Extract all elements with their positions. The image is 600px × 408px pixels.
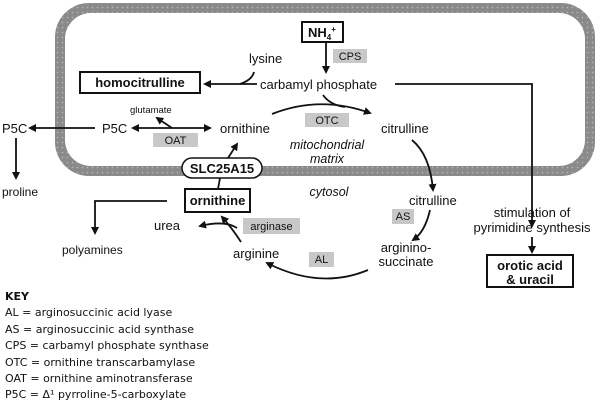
pyrimidine-label-line2: pyrimidine synthesis bbox=[473, 220, 591, 235]
arrow-al bbox=[265, 262, 369, 280]
enzyme-al: AL bbox=[309, 252, 334, 267]
arginine-label: arginine bbox=[233, 246, 279, 261]
lysine-label: lysine bbox=[249, 51, 282, 66]
svg-text:homocitrulline: homocitrulline bbox=[95, 75, 185, 90]
svg-text:CPS: CPS bbox=[339, 51, 362, 63]
citrulline-cytosol-label: citrulline bbox=[409, 193, 457, 208]
mitochondrial-membrane bbox=[55, 3, 595, 176]
key-legend: KEY AL = arginosuccinic acid lyase AS = … bbox=[5, 289, 209, 404]
reaction-arrows bbox=[12, 42, 536, 280]
svg-text:OTC: OTC bbox=[315, 115, 338, 127]
arrow-otc bbox=[271, 103, 372, 115]
arrow-lysine-join bbox=[239, 71, 255, 85]
orotic-acid-node: orotic acid & uracil bbox=[486, 254, 574, 288]
cytosol-label: cytosol bbox=[310, 185, 350, 199]
svg-text:AS: AS bbox=[396, 211, 411, 223]
arrow-arginase-to-ornithine bbox=[220, 215, 242, 243]
matrix-label-line2: matrix bbox=[310, 152, 345, 166]
argininosuccinate-label-line1: arginino- bbox=[381, 240, 432, 255]
nh4-node: NH4+ bbox=[301, 21, 344, 43]
ornithine-matrix-label: ornithine bbox=[220, 121, 270, 136]
enzyme-cps: CPS bbox=[333, 49, 367, 63]
svg-text:ornithine: ornithine bbox=[190, 193, 246, 208]
key-item-al: AL = arginosuccinic acid lyase bbox=[5, 306, 173, 320]
svg-text:SLC25A15: SLC25A15 bbox=[190, 161, 254, 176]
glutamate-label: glutamate bbox=[130, 105, 172, 116]
pyrimidine-label-line1: stimulation of bbox=[494, 205, 571, 220]
svg-text:& uracil: & uracil bbox=[506, 272, 554, 287]
arrow-transport-to-matrix bbox=[227, 142, 239, 159]
enzyme-as: AS bbox=[392, 209, 414, 224]
polyamines-label: polyamines bbox=[62, 243, 123, 257]
arrow-as bbox=[411, 209, 431, 242]
homocitrulline-node: homocitrulline bbox=[79, 71, 201, 94]
ornithine-cytosol-node: ornithine bbox=[184, 188, 251, 213]
arrow-carbamyl-join bbox=[322, 94, 346, 108]
p5c-cytosol-label: P5C bbox=[2, 121, 27, 136]
p5c-matrix-label: P5C bbox=[102, 121, 127, 136]
key-item-otc: OTC = ornithine transcarbamylase bbox=[5, 355, 196, 369]
key-item-cps: CPS = carbamyl phosphate synthase bbox=[5, 339, 209, 353]
enzyme-arginase: arginase bbox=[243, 218, 300, 234]
arrow-ornithine-to-polyamines bbox=[91, 200, 167, 235]
key-item-p5c: P5C = Δ¹ pyrroline-5-carboxylate bbox=[5, 388, 187, 402]
arrow-carbamyl-to-pyrimidine bbox=[395, 83, 536, 228]
key-item-oat: OAT = ornithine aminotransferase bbox=[5, 372, 193, 386]
arrow-to-glutamate bbox=[155, 116, 173, 129]
enzyme-oat: OAT bbox=[153, 133, 198, 147]
matrix-label-line1: mitochondrial bbox=[290, 138, 366, 152]
svg-text:arginase: arginase bbox=[250, 221, 292, 233]
arrow-citrulline-export bbox=[411, 139, 437, 192]
key-item-as: AS = arginosuccinic acid synthase bbox=[5, 322, 195, 336]
arrow-to-urea bbox=[198, 220, 238, 229]
svg-text:AL: AL bbox=[315, 254, 328, 266]
enzyme-otc: OTC bbox=[305, 113, 349, 127]
citrulline-matrix-label: citrulline bbox=[381, 121, 429, 136]
proline-label: proline bbox=[2, 185, 38, 199]
urea-label: urea bbox=[154, 218, 181, 233]
svg-text:orotic acid: orotic acid bbox=[497, 258, 563, 273]
carbamyl-phosphate-label: carbamyl phosphate bbox=[260, 77, 377, 92]
slc25a15-transporter: SLC25A15 bbox=[181, 157, 263, 179]
key-title: KEY bbox=[5, 290, 30, 303]
argininosuccinate-label-line2: succinate bbox=[379, 254, 434, 269]
svg-text:NH4+: NH4+ bbox=[308, 25, 336, 42]
svg-text:OAT: OAT bbox=[165, 135, 187, 147]
line-transporter-to-ornithine bbox=[217, 177, 221, 190]
